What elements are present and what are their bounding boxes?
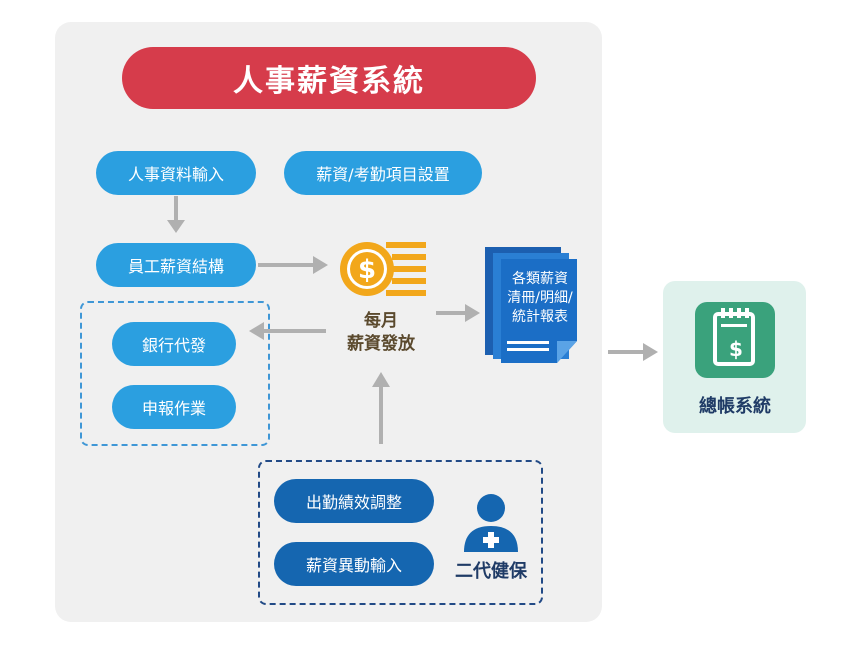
salary-change-input-module: 薪資異動輸入 [274,542,434,586]
document-stack-icon [485,247,577,363]
dollar-coin-icon: $ [340,242,426,296]
person-plus-icon [464,494,518,552]
salary-items-module: 薪資/考勤項目設置 [284,151,482,195]
reports-label: 各類薪資 清冊/明細/ 統計報表 [507,271,573,325]
monthly-payout-label: 每月 薪資發放 [347,311,415,354]
system-title: 人事薪資系統 [122,47,536,109]
salary-structure-module: 員工薪資結構 [96,243,256,287]
svg-text:$: $ [358,255,376,285]
personnel-input-module: 人事資料輸入 [96,151,256,195]
payment-group-box [80,301,270,446]
bank-transfer-module: 銀行代發 [112,322,236,366]
health-insurance-label: 二代健保 [455,561,527,582]
svg-text:$: $ [729,337,743,361]
filing-module: 申報作業 [112,385,236,429]
general-ledger-label: 總帳系統 [699,396,771,417]
attendance-adjust-module: 出勤績效調整 [274,479,434,523]
adjustment-group-box [258,460,543,605]
notepad-dollar-icon: $ [695,302,775,378]
